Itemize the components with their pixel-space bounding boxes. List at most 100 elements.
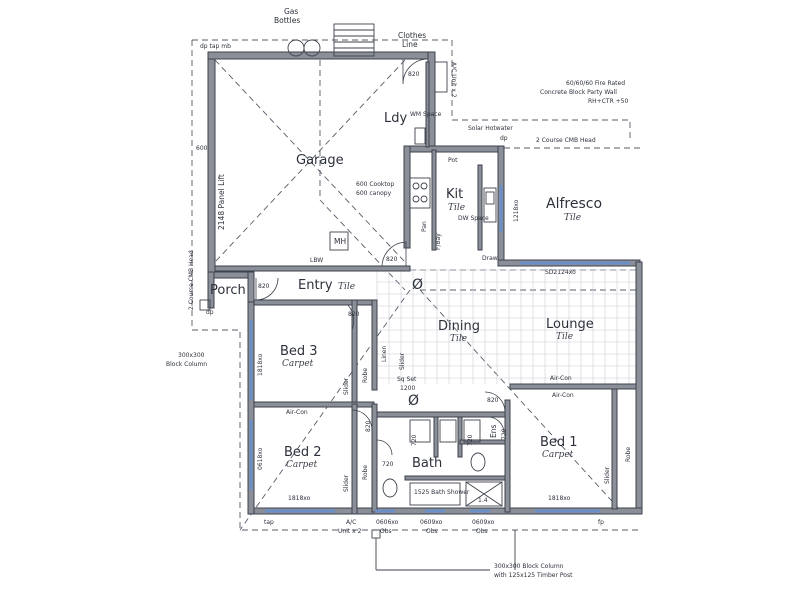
manhole-icon <box>329 231 349 251</box>
gas-bottles-label-1: Gas <box>284 7 298 16</box>
column-bottom-label-1: 300x300 Block Column <box>494 563 564 570</box>
annotations: Gas Bottles Clothes Line dp tap mb A/C U… <box>166 7 632 579</box>
room-alfresco-label: Alfresco <box>546 196 602 212</box>
room-dining-floor: Tile <box>450 334 467 344</box>
sq-set-label: Sq Set <box>397 376 417 383</box>
room-bed3-floor: Carpet <box>282 359 314 369</box>
wall-symbol: Ø <box>408 393 419 409</box>
clothes-line-label-1: Clothes <box>398 31 426 40</box>
wm-space-label: WM Space <box>410 111 442 118</box>
clothes-line-icon <box>333 23 375 57</box>
bed2-slider-label: Slider <box>343 474 350 492</box>
room-lounge-label: Lounge <box>546 317 594 332</box>
solar-hw-label: Solar Hotwater <box>468 125 513 132</box>
vanity-icon <box>409 419 431 443</box>
obs3-label-2: Obs <box>476 528 488 535</box>
block-column-label-1: 300x300 <box>178 352 205 359</box>
bed1-bottom-window-label: 1818xo <box>548 495 571 502</box>
obs2-label-2: Obs <box>426 528 438 535</box>
door-720-bath: 720 <box>382 461 394 468</box>
vanity-icon <box>463 419 481 443</box>
door-820-bed1: 820 <box>487 397 499 404</box>
room-bed2-label: Bed 2 <box>284 445 322 460</box>
room-bed2-floor: Carpet <box>286 460 318 470</box>
door-720-wc: 720 <box>411 434 418 446</box>
shower-icon <box>465 481 503 507</box>
window-1218-label: 1218xo <box>513 199 520 222</box>
internal-walls <box>214 61 637 515</box>
door-820-ldy: 820 <box>408 71 420 78</box>
bed1-robe-label: Robe <box>625 447 632 462</box>
linen-label: Linen <box>381 345 388 362</box>
bed2-window-label: 0618xo <box>257 447 264 470</box>
bed3-slider-label: Slider <box>343 377 350 395</box>
fire-rated-label-3: RH+CTR +50 <box>588 98 628 105</box>
door-820-porch: 820 <box>258 283 270 290</box>
room-bed3-label: Bed 3 <box>280 344 318 359</box>
hall-slider-label: Slider <box>399 352 406 370</box>
bed3-aircon-label: Air-Con <box>286 409 308 416</box>
room-dining-label: Dining <box>438 319 480 334</box>
fridge-bay-label: F/Bay <box>435 233 442 250</box>
bed1-slider-label: Slider <box>604 466 611 484</box>
gas-bottle-icon <box>303 39 321 57</box>
tile-grid <box>376 269 636 384</box>
room-bed1-label: Bed 1 <box>540 435 578 450</box>
porch-dp-label: dp <box>206 309 214 316</box>
sliding-door-label: SD2124xo <box>545 269 576 276</box>
ac-unit-icon <box>434 61 448 93</box>
door-720-ens2: 720 <box>501 428 508 440</box>
room-bed1-floor: Carpet <box>542 450 574 460</box>
room-kit-label: Kit <box>446 187 463 202</box>
block-column-label-2: Block Column <box>166 361 207 368</box>
obs1-label-2: Obs <box>380 528 392 535</box>
ac-bottom-label-1: A/C <box>346 519 356 526</box>
doors <box>255 58 506 456</box>
room-ldy-label: Ldy <box>384 111 407 126</box>
bed3-window-label: 1818xo <box>257 353 264 376</box>
lounge-aircon-label: Air-Con <box>550 375 572 382</box>
clothes-line-label-2: Line <box>402 40 418 49</box>
lbw-label: LBW <box>310 257 323 264</box>
fp-label: fp <box>598 519 604 526</box>
bed2-bottom-window-label: 1818xo <box>288 495 311 502</box>
obs3-label-1: 0609xo <box>472 519 495 526</box>
draw-label: Draw <box>482 255 498 262</box>
panel-lift-label: 2148 Panel Lift <box>217 174 226 230</box>
bed1-aircon-label: Air-Con <box>552 392 574 399</box>
garage-600-label: 600 <box>196 145 208 152</box>
room-labels: Garage Ldy Kit Tile Alfresco Tile Porch … <box>210 111 602 471</box>
pot-label: Pot <box>448 157 458 164</box>
bath-shower-label: 1525 Bath Shower <box>414 489 470 496</box>
canopy-label: 600 canopy <box>356 190 392 197</box>
cooktop-icon <box>409 177 431 209</box>
ensuite-dimension-label: 1.4 <box>478 497 488 504</box>
windows <box>249 185 630 513</box>
toilet-icon <box>382 478 398 498</box>
room-lounge-floor: Tile <box>556 332 573 342</box>
bath-shower-icon <box>409 482 461 506</box>
room-bath-label: Bath <box>412 456 442 471</box>
door-1200-label: 1200 <box>400 385 415 392</box>
entry-symbol: Ø <box>412 277 423 293</box>
ac-bottom-label-2: Unit x 2 <box>338 528 362 535</box>
pantry-label: Pan <box>421 221 428 232</box>
room-ens-label: Ens <box>489 425 498 438</box>
column-bottom-label-2: with 125x125 Timber Post <box>494 572 573 579</box>
room-garage-label: Garage <box>296 153 344 168</box>
two-course-head-label: 2 Course CMB Head <box>536 137 596 144</box>
cooktop-label: 600 Cooktop <box>356 181 394 188</box>
tap-bottom-label: tap <box>264 519 274 526</box>
block-column-icon <box>199 299 211 311</box>
room-kit-floor: Tile <box>448 203 465 213</box>
sink-icon <box>483 187 497 223</box>
obs1-label-1: 0606xo <box>376 519 399 526</box>
door-820-hall: 820 <box>365 420 372 432</box>
toilet-icon <box>470 452 486 472</box>
room-porch-label: Porch <box>210 283 246 298</box>
fixtures <box>199 23 516 571</box>
manhole-label: MH <box>334 237 346 246</box>
dp-tap-mb-label: dp tap mb <box>200 43 231 50</box>
gas-bottles-label-2: Bottles <box>274 16 300 25</box>
room-entry-label: Entry <box>298 278 333 293</box>
